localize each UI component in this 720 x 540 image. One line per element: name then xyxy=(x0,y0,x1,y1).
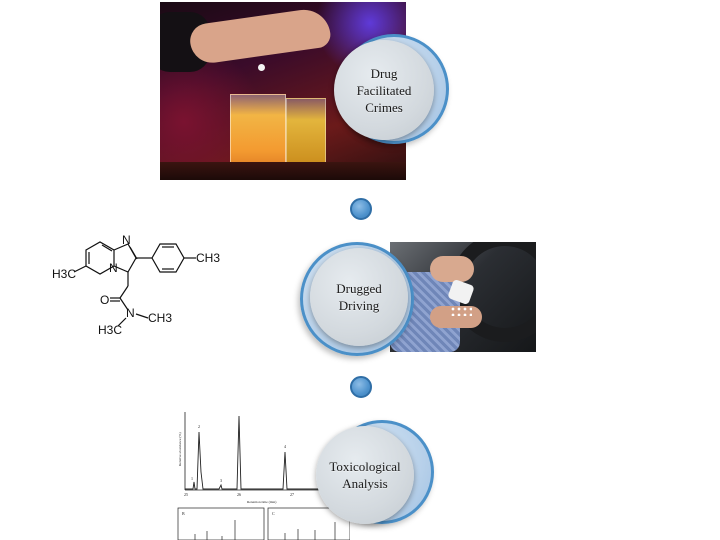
panel-label: C xyxy=(272,511,275,516)
peak-label: 1 xyxy=(191,476,193,481)
driver-taking-pills-photo xyxy=(390,242,536,352)
x-axis-label: Retention time (min) xyxy=(247,500,277,504)
bridge-nitrogen-label: N xyxy=(109,261,118,275)
stage-label: Drugged Driving xyxy=(336,281,382,313)
methyl-left-label: H3C xyxy=(52,267,76,281)
x-tick-label: 26 xyxy=(237,492,241,497)
panel-label: B xyxy=(182,511,185,516)
x-tick-label: 27 xyxy=(290,492,294,497)
y-axis-label: Relative abundance (%) xyxy=(178,432,182,466)
n-methyl-left-label: H3C xyxy=(98,323,122,337)
ring-nitrogen-label: N xyxy=(122,233,131,247)
connector-dot xyxy=(350,198,372,220)
x-tick-label: 25 xyxy=(184,492,188,497)
n-methyl-right-label: CH3 xyxy=(148,311,172,325)
stage-label: Drug Facilitated Crimes xyxy=(356,65,412,115)
peak-label: 3 xyxy=(220,478,222,483)
oxygen-label: O xyxy=(100,293,109,307)
connector-dot xyxy=(350,376,372,398)
peak-label: 2 xyxy=(198,424,200,429)
stage-circle-toxicological-analysis: Toxicological Analysis xyxy=(316,426,414,524)
stage-circle-drug-facilitated-crimes: Drug Facilitated Crimes xyxy=(334,40,434,140)
stage-circle-drugged-driving: Drugged Driving xyxy=(310,248,408,346)
amide-nitrogen-label: N xyxy=(126,306,135,320)
zolpidem-structure: N N H3C CH3 O N CH3 H3C xyxy=(52,233,220,337)
methyl-right-label: CH3 xyxy=(196,251,220,265)
peak-label: 4 xyxy=(284,444,286,449)
stage-label: Toxicological Analysis xyxy=(329,459,401,491)
